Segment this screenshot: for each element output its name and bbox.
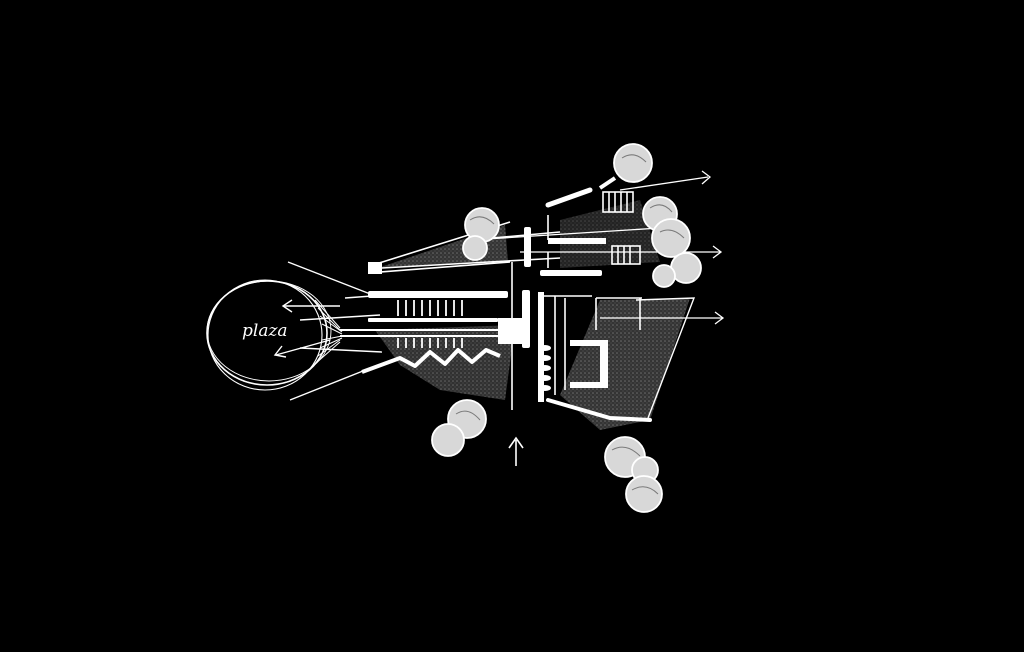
tree-icon [462,235,488,261]
tree-icon [431,423,465,457]
upper-bar [368,291,508,322]
tree-icon [651,218,691,258]
axis-end-block [498,318,522,344]
shade-upper-right [560,200,660,268]
column-marks [539,345,551,391]
shade-right-block [560,298,690,430]
plaza-circle-sketch-2 [206,280,332,382]
radiating-lines [287,261,383,401]
plaza-circle-sketch [207,279,323,391]
trees [431,143,702,513]
tree-texture [455,154,685,495]
stair-hatch-lower [397,338,463,348]
plaza-arrows [273,299,340,358]
zigzag-wall [361,348,501,374]
plaza [206,279,332,391]
exit-arrows [469,170,725,325]
entry-arrow [508,262,524,466]
tree-icon [625,475,663,513]
tree-icon [652,264,676,288]
stair-hatch-upper [397,300,463,316]
upper-right-stairs [602,191,641,265]
arrow-left-lower [275,339,331,356]
plaza-fan-hatch [314,299,343,365]
upper-right-cluster [545,176,617,268]
plaza-label: plaza [242,321,288,341]
tree-icon [613,143,653,183]
main-axis [340,318,522,344]
